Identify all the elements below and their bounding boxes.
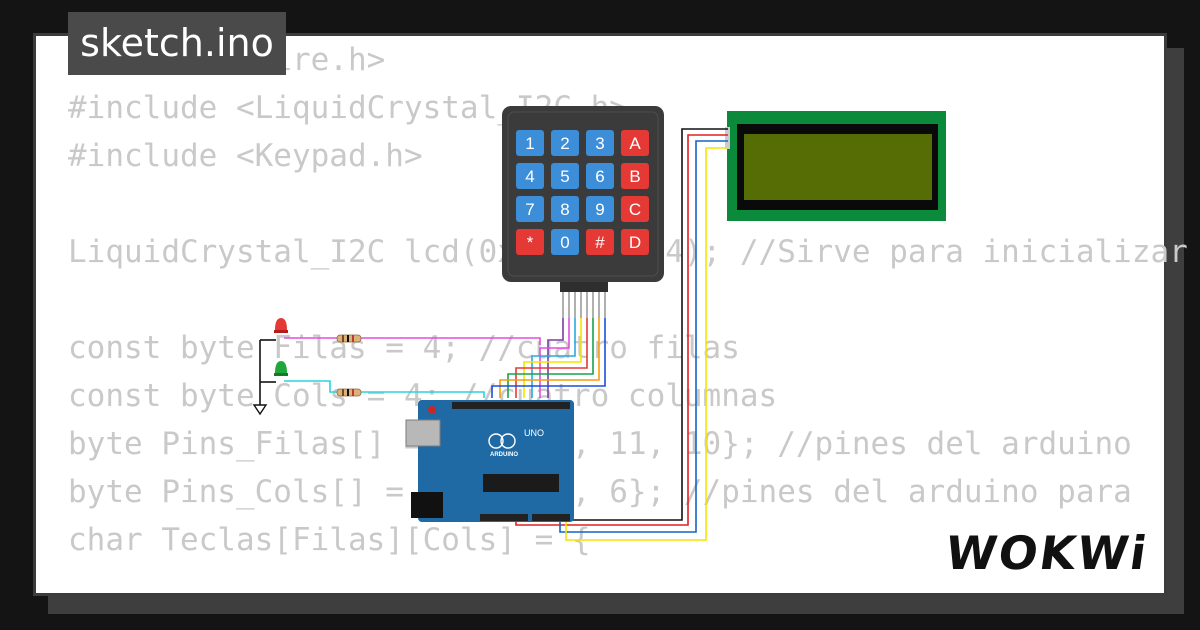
file-name-tab[interactable]: sketch.ino <box>68 12 286 75</box>
keypad-key-6[interactable]: 6 <box>586 163 614 189</box>
lcd-i2c-pins <box>725 127 730 149</box>
keypad-pin <box>598 292 600 318</box>
keypad-key-9[interactable]: 9 <box>586 196 614 222</box>
keypad-key-label: 2 <box>560 134 569 153</box>
keypad-key-label: 1 <box>525 134 534 153</box>
keypad-pin <box>580 292 582 318</box>
wire-scl <box>565 147 728 541</box>
keypad-pin <box>574 292 576 318</box>
analog-header <box>532 514 570 521</box>
keypad-key-5[interactable]: 5 <box>551 163 579 189</box>
wire-keypad-r2 <box>539 318 570 398</box>
keypad-key-8[interactable]: 8 <box>551 196 579 222</box>
power-header <box>480 514 528 521</box>
keypad-key-B[interactable]: B <box>621 163 649 189</box>
ground-symbol <box>252 404 268 416</box>
keypad-key-1[interactable]: 1 <box>516 130 544 156</box>
keypad-key-label: 9 <box>595 200 604 219</box>
keypad-inner-border <box>507 111 659 277</box>
keypad-pin <box>604 292 606 318</box>
keypad-key-label: A <box>629 134 641 153</box>
keypad-pin <box>568 292 570 318</box>
board-model: UNO <box>524 428 544 438</box>
power-jack <box>411 492 443 518</box>
keypad-key-label: B <box>629 167 640 186</box>
keypad-key-0[interactable]: 0 <box>551 229 579 255</box>
keypad-connector <box>560 282 608 292</box>
wire-keypad-r3 <box>531 318 576 398</box>
keypad-key-label: * <box>527 233 534 252</box>
keypad-key-label: 4 <box>525 167 534 186</box>
keypad-key-C[interactable]: C <box>621 196 649 222</box>
board-brand: ARDUINO <box>490 452 518 458</box>
reset-button[interactable] <box>428 406 436 414</box>
atmega-chip <box>483 474 559 492</box>
wire-led-red <box>284 337 541 345</box>
digital-header <box>452 402 570 409</box>
keypad-key-A[interactable]: A <box>621 130 649 156</box>
keypad-key-2[interactable]: 2 <box>551 130 579 156</box>
keypad-pins <box>562 292 606 318</box>
usb-port <box>405 419 441 447</box>
keypad-pin <box>592 292 594 318</box>
keypad-key-label: 7 <box>525 200 534 219</box>
keypad-key-4[interactable]: 4 <box>516 163 544 189</box>
arduino-infinity-logo-right <box>500 433 516 449</box>
wire-led-green <box>284 380 485 398</box>
keypad-key-D[interactable]: D <box>621 229 649 255</box>
keypad-key-label: C <box>629 200 641 219</box>
keypad-key-*[interactable]: * <box>516 229 544 255</box>
keypad-key-label: 0 <box>560 233 569 252</box>
keypad-pin <box>562 292 564 318</box>
keypad-key-label: 8 <box>560 200 569 219</box>
keypad-key-label: # <box>595 233 605 252</box>
arduino-uno[interactable]: UNO ARDUINO <box>405 400 574 522</box>
arduino-infinity-logo <box>488 433 504 449</box>
wire-keypad-c4 <box>491 318 606 398</box>
resistor-2[interactable] <box>336 388 362 397</box>
wire-keypad-c3 <box>499 318 600 398</box>
keypad-keys: 1 2 3 A 4 5 6 B 7 8 9 C * 0 # D <box>516 130 649 255</box>
keypad-key-label: D <box>629 233 641 252</box>
keypad-key-3[interactable]: 3 <box>586 130 614 156</box>
code-line: #include <Keypad.h> <box>68 138 423 174</box>
keypad-key-label: 5 <box>560 167 569 186</box>
led-red[interactable] <box>274 318 288 333</box>
keypad-key-label: 6 <box>595 167 604 186</box>
code-line: const byte Filas = 4; //cuatro filas <box>68 330 740 366</box>
lcd-display[interactable] <box>725 111 946 221</box>
keypad-4x4[interactable]: 1 2 3 A 4 5 6 B 7 8 9 C * 0 # D <box>502 106 664 318</box>
code-line: const byte Cols = 4; //cuatro columnas <box>68 378 778 414</box>
code-line: char Teclas[Filas][Cols] = { <box>68 522 591 558</box>
wokwi-logo[interactable]: WOKWi <box>942 526 1152 580</box>
lcd-screen <box>744 134 932 200</box>
wire-keypad-r1 <box>547 318 564 398</box>
resistor-1[interactable] <box>336 334 362 343</box>
keypad-key-7[interactable]: 7 <box>516 196 544 222</box>
led-green[interactable] <box>274 361 288 376</box>
wire-keypad-c1 <box>515 318 588 398</box>
wires <box>259 128 728 541</box>
keypad-key-label: 3 <box>595 134 604 153</box>
keypad-key-#[interactable]: # <box>586 229 614 255</box>
keypad-pin <box>586 292 588 318</box>
